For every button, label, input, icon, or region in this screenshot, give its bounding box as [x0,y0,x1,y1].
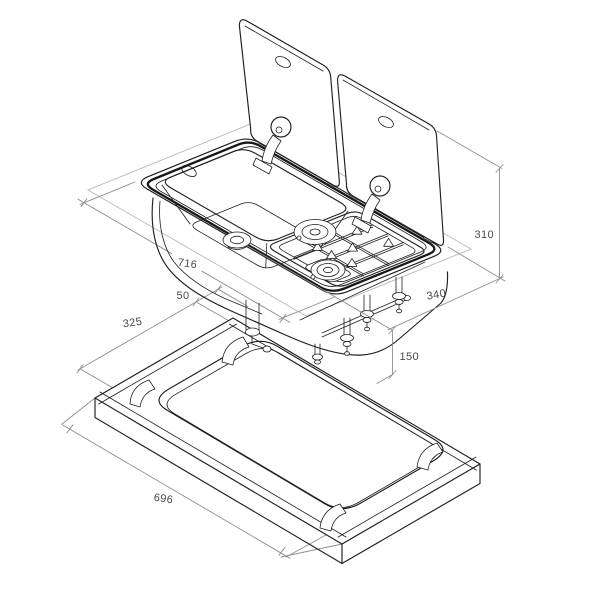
corner-tab [319,503,347,532]
sink-tub-underbody [151,197,291,338]
dimension-lid-height: 310 [436,130,506,284]
burner-rear [293,219,337,245]
dimension-under-counter-depth: 150 [376,325,420,384]
dim-label-150: 150 [400,351,420,363]
counter-plane-outline [86,122,473,317]
right-lid-latch [351,175,391,234]
hob-tray-underbody [289,271,449,356]
cutout-opening [158,340,444,510]
worktop-cutout-slab [94,317,481,565]
right-glass-lid [336,74,445,246]
dim-label-310: 310 [474,229,494,241]
rim-seal [146,141,436,292]
left-glass-lid [238,19,340,187]
deck-inner-line [155,146,427,287]
pan-support-frame [279,215,416,283]
dim-label-325: 325 [122,316,143,331]
unit-underbody [151,197,449,365]
burner-front [305,258,351,283]
dim-label-340: 340 [426,287,447,302]
corner-tab [129,379,156,408]
dim-label-696: 696 [153,492,174,507]
drain-icon [222,231,252,249]
bowl-opening [164,149,347,242]
rim-outer [140,138,442,295]
hob-recess [269,211,425,287]
left-lid-latch [252,116,292,175]
dim-label-50: 50 [176,290,189,302]
hob-area [269,211,425,287]
drain-spigot [245,299,272,353]
corner-tab [416,442,444,471]
dim-label-716: 716 [177,257,198,272]
gas-valves [312,276,411,365]
lid-finger-hole [378,116,394,128]
lid-finger-hole [275,56,291,68]
sink-hob-unit [140,138,442,295]
dimension-unit-depth: 340 [245,244,504,331]
tap-hole [181,165,197,177]
corner-tab [221,336,250,366]
